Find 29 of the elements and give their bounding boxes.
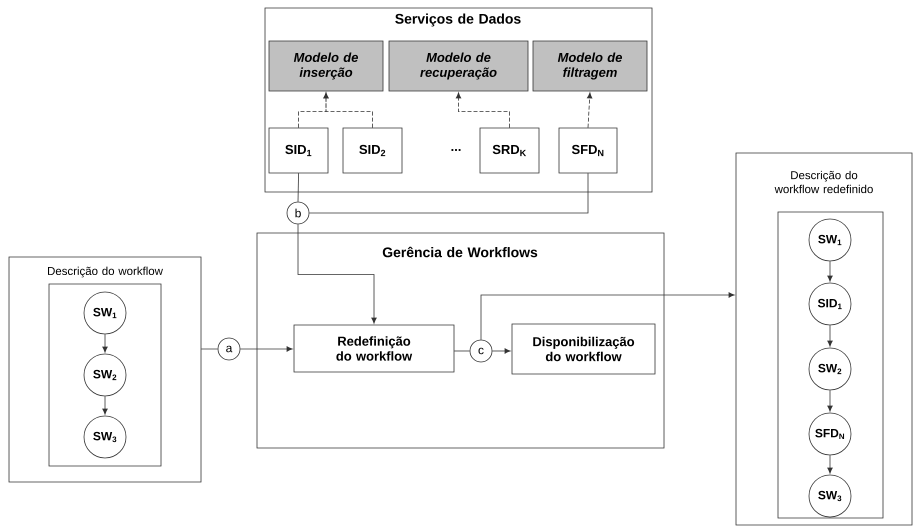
arrow bbox=[480, 292, 735, 340]
connector-line bbox=[309, 173, 588, 214]
arrow bbox=[827, 455, 833, 474]
workflow-box bbox=[48, 284, 162, 466]
service-box: SID$_{1}$ bbox=[268, 128, 328, 174]
arrow bbox=[492, 348, 511, 354]
model-box: Modelo de filtragem bbox=[532, 40, 648, 92]
process-box: Redefinição do workflow bbox=[294, 324, 454, 372]
dashed-arrow bbox=[456, 92, 510, 128]
process-box: Disponibilização do workflow bbox=[512, 324, 656, 374]
arrow bbox=[827, 261, 833, 282]
service-box: SFD$_{N}$ bbox=[558, 128, 618, 174]
arrow bbox=[102, 396, 108, 415]
workflow-box bbox=[778, 212, 884, 518]
service-box: SID$_{2}$ bbox=[342, 128, 402, 174]
dashed-arrow bbox=[586, 92, 592, 128]
model-box: Modelo de recuperação bbox=[388, 40, 528, 92]
arrow bbox=[298, 224, 377, 324]
arrow bbox=[240, 346, 293, 352]
arrow bbox=[827, 390, 833, 412]
connector-line bbox=[201, 348, 218, 350]
connector-line bbox=[454, 350, 470, 352]
connector-line bbox=[298, 173, 299, 202]
arrow bbox=[102, 334, 108, 353]
arrow bbox=[827, 325, 833, 347]
ellipsis-label: ... bbox=[451, 149, 460, 151]
service-box: SRD$_{K}$ bbox=[480, 128, 540, 174]
model-box: Modelo de inserção bbox=[268, 40, 384, 92]
dashed-arrow bbox=[323, 92, 373, 128]
